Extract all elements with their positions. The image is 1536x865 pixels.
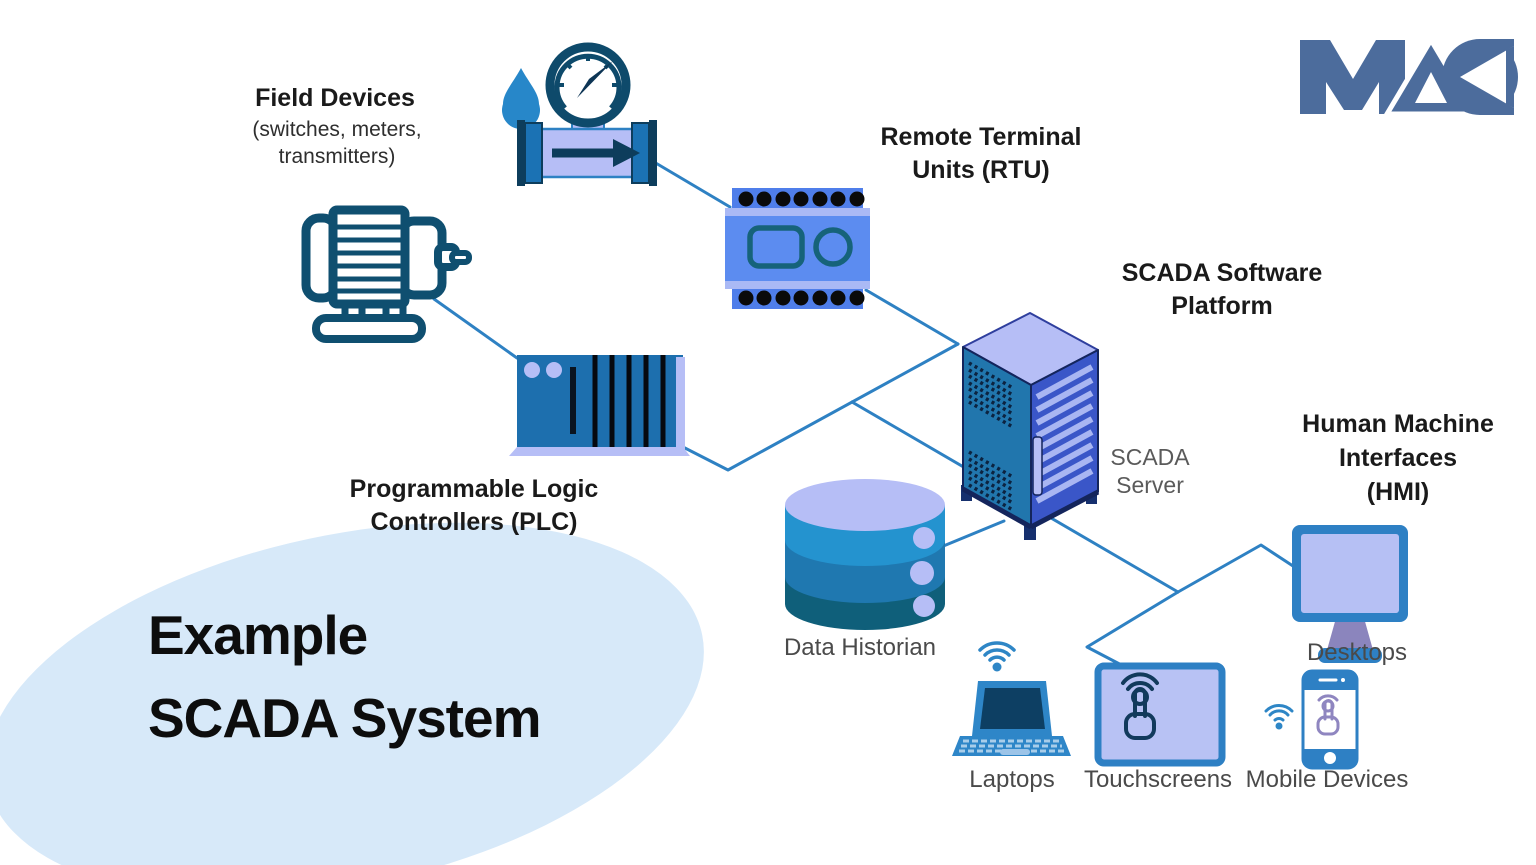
historian-label: Data Historian (783, 634, 937, 661)
field-devices-label: Field Devices (255, 84, 415, 112)
wifi-icon-laptops (978, 641, 1016, 672)
laptops-label: Laptops (969, 766, 1055, 793)
hmi-label-line1: Human Machine (1302, 410, 1494, 438)
flow-meter-icon (502, 42, 657, 186)
plc-label-line2: Controllers (PLC) (370, 508, 578, 536)
server-icon (961, 312, 1100, 540)
plc-label-line1: Programmable Logic (349, 475, 599, 503)
database-icon (785, 479, 945, 630)
desktops-label: Desktops (1306, 639, 1408, 666)
logo-letter-m (1300, 40, 1405, 114)
rtu-label-line2: Units (RTU) (912, 156, 1050, 184)
connector-plc-server (679, 342, 960, 472)
connector-flowmeter-rtu (652, 160, 732, 209)
platform-label-line2: Platform (1171, 292, 1273, 320)
rtu-label-line1: Remote Terminal (880, 123, 1082, 151)
diagram-title-line1: Example (148, 604, 368, 666)
water-drop-icon (502, 68, 540, 130)
flow-arrow-icon (613, 139, 640, 167)
wifi-icon-mobile (1264, 704, 1294, 730)
diagram-title-line2: SCADA System (148, 687, 541, 749)
platform-label-line1: SCADA Software (1121, 259, 1323, 287)
mobile-devices-label: Mobile Devices (1245, 766, 1409, 793)
connector-motor-plc (432, 297, 519, 360)
connector-hmi-touchscreens (1085, 590, 1180, 672)
laptop-icon (952, 681, 1071, 756)
server-label-line1: SCADA (1110, 444, 1190, 470)
logo-letter-c (1442, 39, 1518, 115)
connector-hmi-desktops (1176, 543, 1295, 594)
plc-icon (509, 355, 690, 456)
connector-rtu-server (864, 288, 960, 346)
field-devices-sublabel-1: (switches, meters, (252, 118, 422, 141)
gauge-icon (545, 42, 631, 128)
mac-logo (1300, 35, 1518, 117)
motor-icon (301, 205, 472, 343)
field-devices-sublabel-2: transmitters) (278, 145, 396, 168)
hmi-label-line2: Interfaces (1338, 444, 1458, 472)
hmi-label-line3: (HMI) (1366, 478, 1430, 506)
touchscreen-icon (1094, 662, 1226, 767)
server-label-line2: Server (1116, 472, 1184, 498)
touchscreens-label: Touchscreens (1083, 766, 1233, 793)
mobile-icon (1301, 669, 1359, 770)
connector-server-historian (939, 519, 1006, 549)
rtu-icon (725, 188, 870, 309)
monitor-icon (1292, 525, 1408, 663)
